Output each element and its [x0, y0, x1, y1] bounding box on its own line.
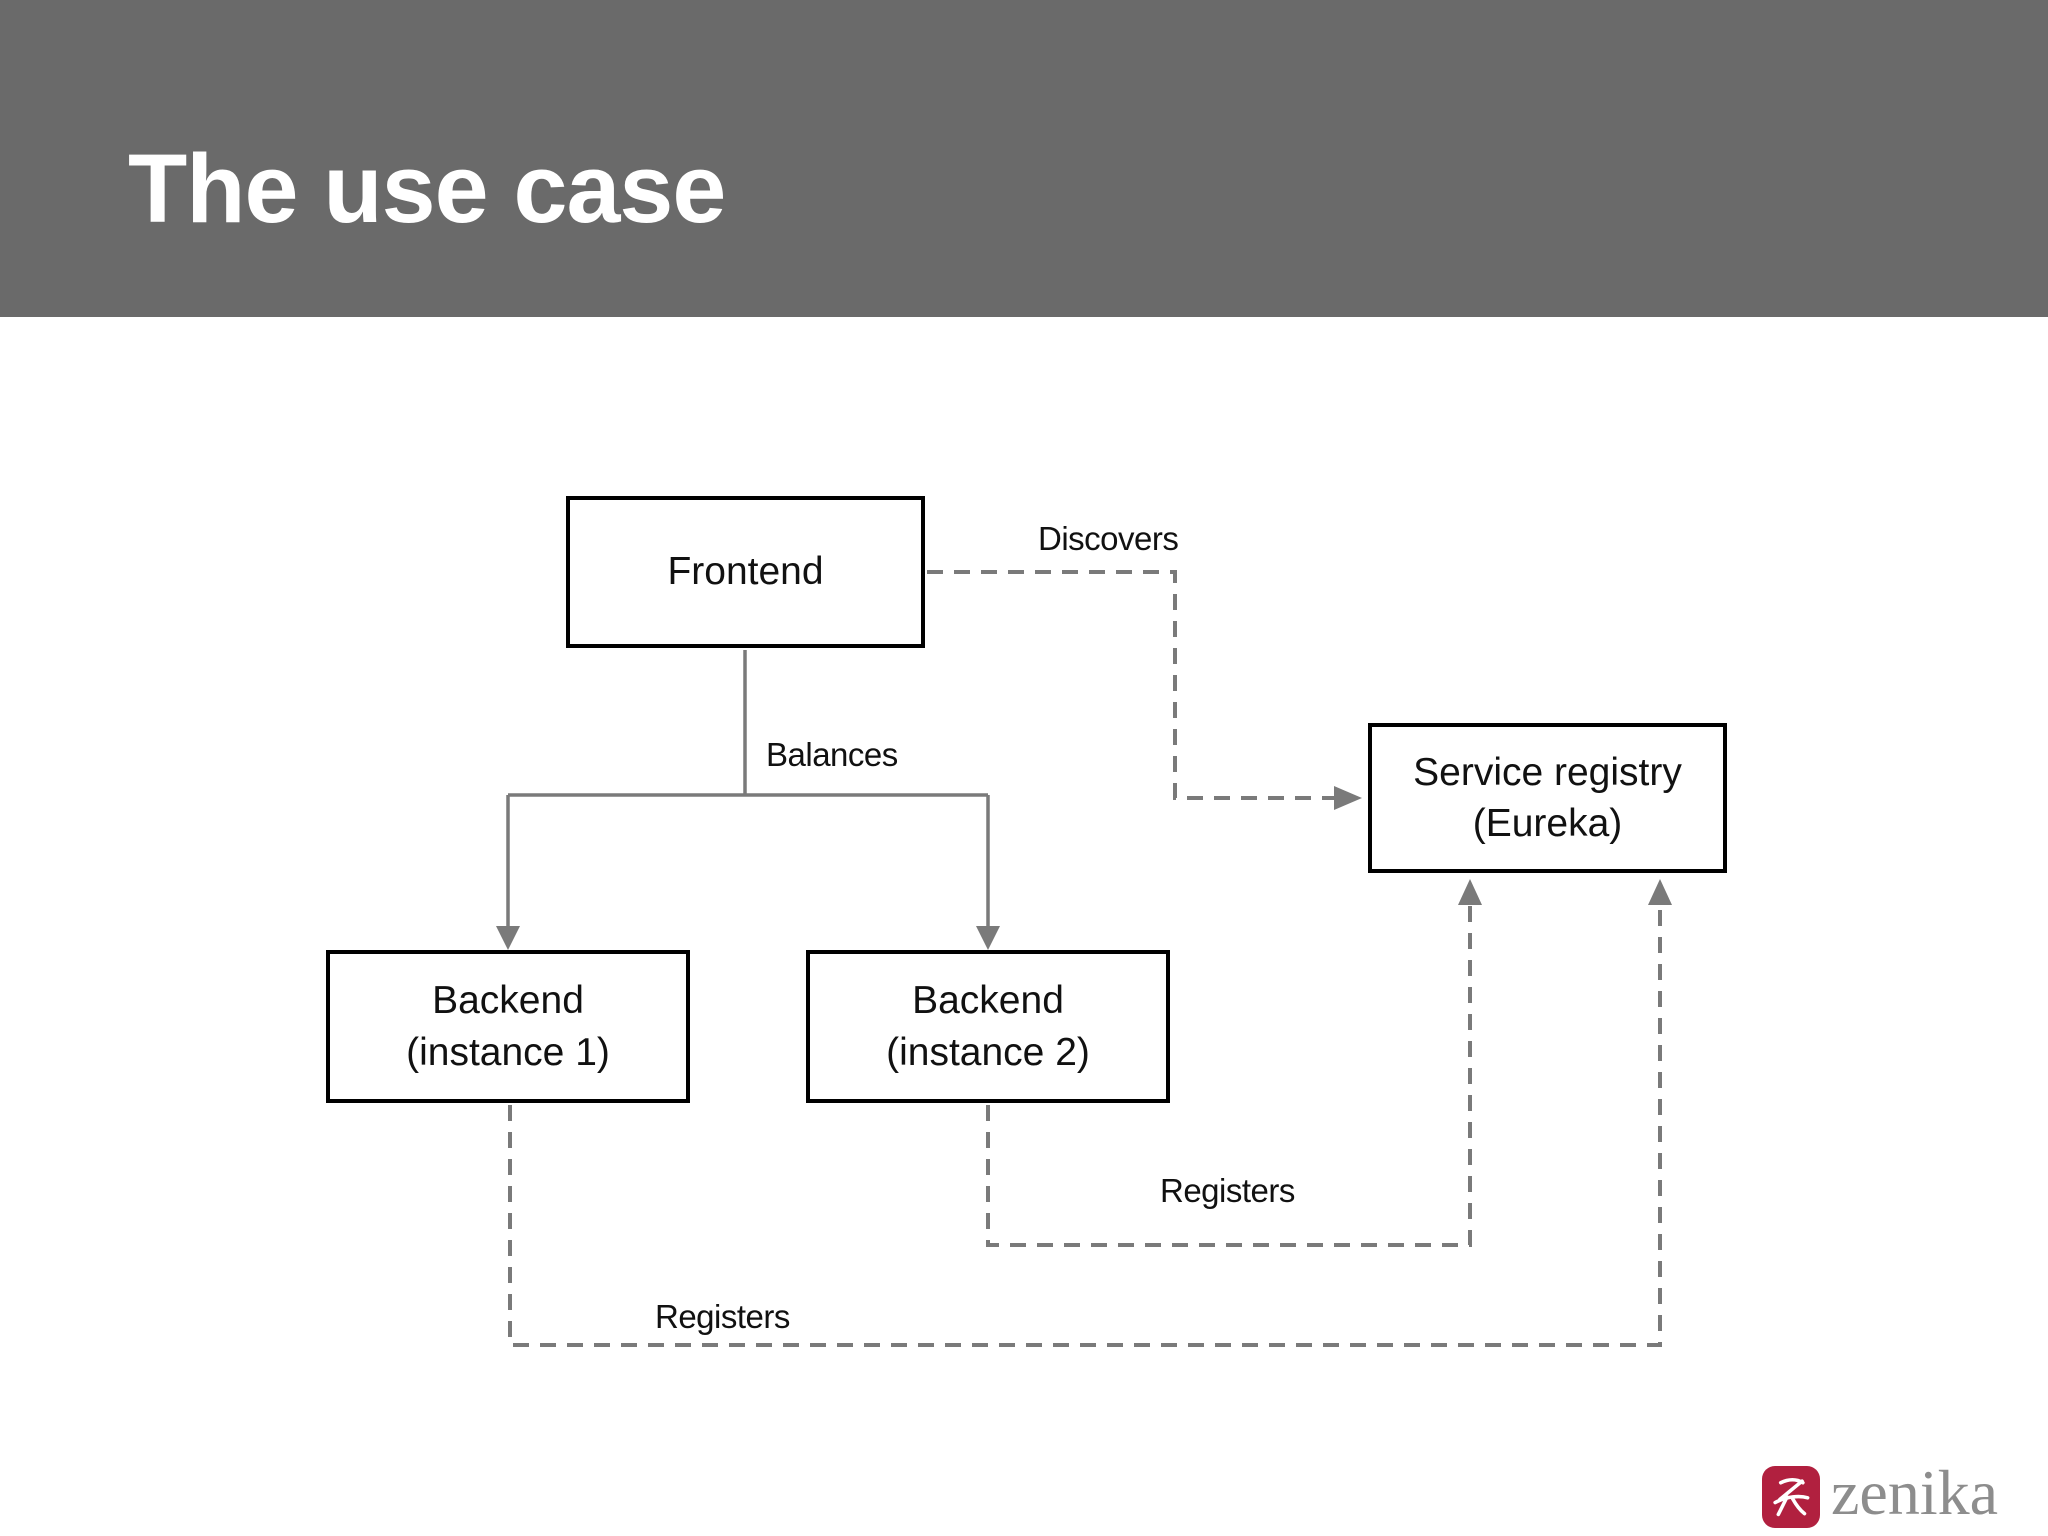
node-backend-instance1-line1: Backend — [432, 979, 584, 1023]
zenika-wordmark: zenika — [1831, 1457, 1998, 1528]
node-backend-instance2-line2: (instance 2) — [886, 1030, 1090, 1074]
node-service-registry-line1: Service registry — [1413, 750, 1682, 794]
page-title: The use case — [128, 134, 726, 243]
zenika-logo: zenika — [1762, 1461, 1998, 1533]
header-band: The use case — [0, 0, 2048, 317]
node-backend-instance2: Backend (instance 2) — [806, 950, 1170, 1103]
node-frontend-label: Frontend — [667, 550, 824, 594]
node-backend-instance1-line2: (instance 1) — [406, 1030, 610, 1074]
arrowhead-up-registry-2 — [1648, 879, 1672, 905]
arrowhead-down-backend2 — [976, 926, 1000, 950]
arrowhead-up-registry-1 — [1458, 879, 1482, 905]
registers-instance1-edge — [508, 879, 1672, 1347]
arrowhead-right-registry — [1334, 786, 1362, 810]
arrowhead-down-backend1 — [496, 926, 520, 950]
zenika-glyph-icon — [1773, 1477, 1810, 1517]
node-service-registry-line2: (Eureka) — [1472, 802, 1623, 845]
zenika-logo-icon — [1762, 1466, 1820, 1528]
edge-label-discovers: Discovers — [1038, 520, 1179, 557]
discovers-edge — [927, 570, 1362, 810]
node-backend-instance2-line1: Backend — [912, 979, 1064, 1023]
balances-edge — [496, 650, 1000, 950]
node-service-registry: Service registry (Eureka) — [1368, 723, 1727, 873]
edge-label-registers-instance1: Registers — [655, 1298, 790, 1335]
edge-label-registers-instance2: Registers — [1160, 1172, 1295, 1209]
registers-instance2-edge — [986, 879, 1482, 1247]
edge-label-balances: Balances — [766, 736, 898, 773]
node-frontend: Frontend — [566, 496, 925, 648]
node-backend-instance1: Backend (instance 1) — [326, 950, 690, 1103]
